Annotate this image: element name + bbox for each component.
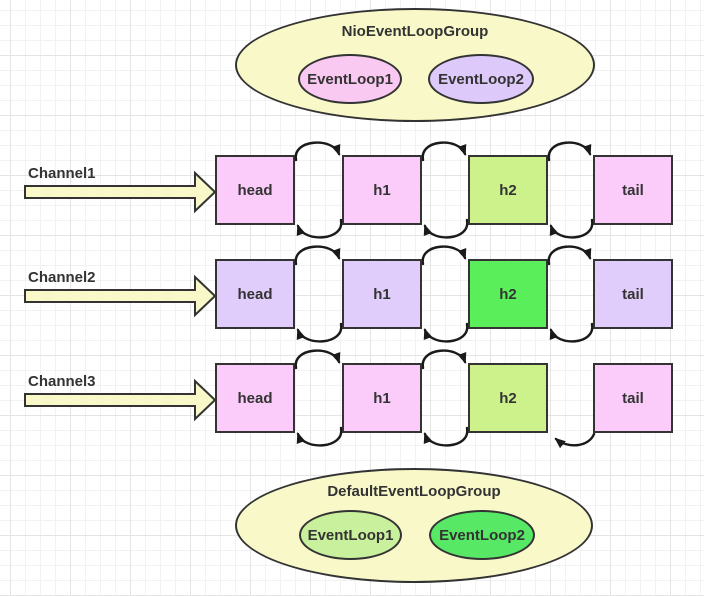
arc-tail-h2-back [549,218,594,239]
channel3-node-h1: h1 [342,363,422,433]
channel1-node-h2: h2 [468,155,548,225]
channel3-arrow-icon [24,378,217,422]
arc-h1-h2-forward [421,245,467,266]
default-eventloop1: EventLoop1 [299,510,402,560]
node-label: h1 [373,285,391,303]
channel2-node-tail: tail [593,259,673,329]
node-label: head [237,181,273,199]
channel2-node-head: head [215,259,295,329]
arc-tail-h2-back [554,432,596,449]
channel2-arrow-icon [24,274,217,318]
nio-eventloop1: EventLoop1 [298,54,402,104]
arc-h2-h1-back [423,322,469,343]
channel1-node-h1: h1 [342,155,422,225]
arc-h2-tail-forward [547,245,592,266]
nio-event-loop-group: NioEventLoopGroup EventLoop1 EventLoop2 [235,8,595,122]
arc-h1-h2-forward [421,141,467,162]
channel3-label: Channel3 [28,373,96,390]
channel3-node-tail: tail [593,363,673,433]
loop-label: EventLoop1 [307,526,394,544]
arc-head-h1-forward [294,245,341,266]
node-label: tail [622,285,644,303]
node-label: h1 [373,389,391,407]
channel2-label: Channel2 [28,269,96,286]
channel1-label: Channel1 [28,165,96,182]
arc-h2-tail-forward [547,141,592,162]
channel1-node-tail: tail [593,155,673,225]
loop-label: EventLoop2 [438,70,524,88]
nio-group-title: NioEventLoopGroup [341,23,489,40]
channel3-node-h2: h2 [468,363,548,433]
arc-h1-h2-forward [421,349,467,370]
node-label: head [237,285,273,303]
arc-h2-h1-back [423,218,469,239]
arc-tail-h2-back [549,322,594,343]
default-group-title: DefaultEventLoopGroup [327,483,501,500]
arc-h1-head-back [296,426,343,447]
node-label: h1 [373,181,391,199]
node-label: tail [622,181,644,199]
channel1-link-arcs [294,141,594,239]
channel1-arrow-icon [24,170,217,214]
arc-head-h1-forward [294,349,341,370]
channel3-node-head: head [215,363,295,433]
channel2-node-h2: h2 [468,259,548,329]
node-label: head [237,389,273,407]
nio-eventloop2: EventLoop2 [428,54,534,104]
node-label: h2 [499,389,517,407]
channel3-link-arcs [294,349,596,449]
default-eventloop2: EventLoop2 [429,510,535,560]
arc-h1-head-back [296,322,343,343]
arc-h2-h1-back [423,426,469,447]
node-label: tail [622,389,644,407]
loop-label: EventLoop1 [307,70,393,88]
node-label: h2 [499,285,517,303]
channel2-link-arcs [294,245,594,343]
arc-h1-head-back [296,218,343,239]
node-label: h2 [499,181,517,199]
channel2-node-h1: h1 [342,259,422,329]
loop-label: EventLoop2 [439,526,525,544]
default-event-loop-group: DefaultEventLoopGroup EventLoop1 EventLo… [235,468,593,583]
channel1-node-head: head [215,155,295,225]
arc-head-h1-forward [294,141,341,162]
